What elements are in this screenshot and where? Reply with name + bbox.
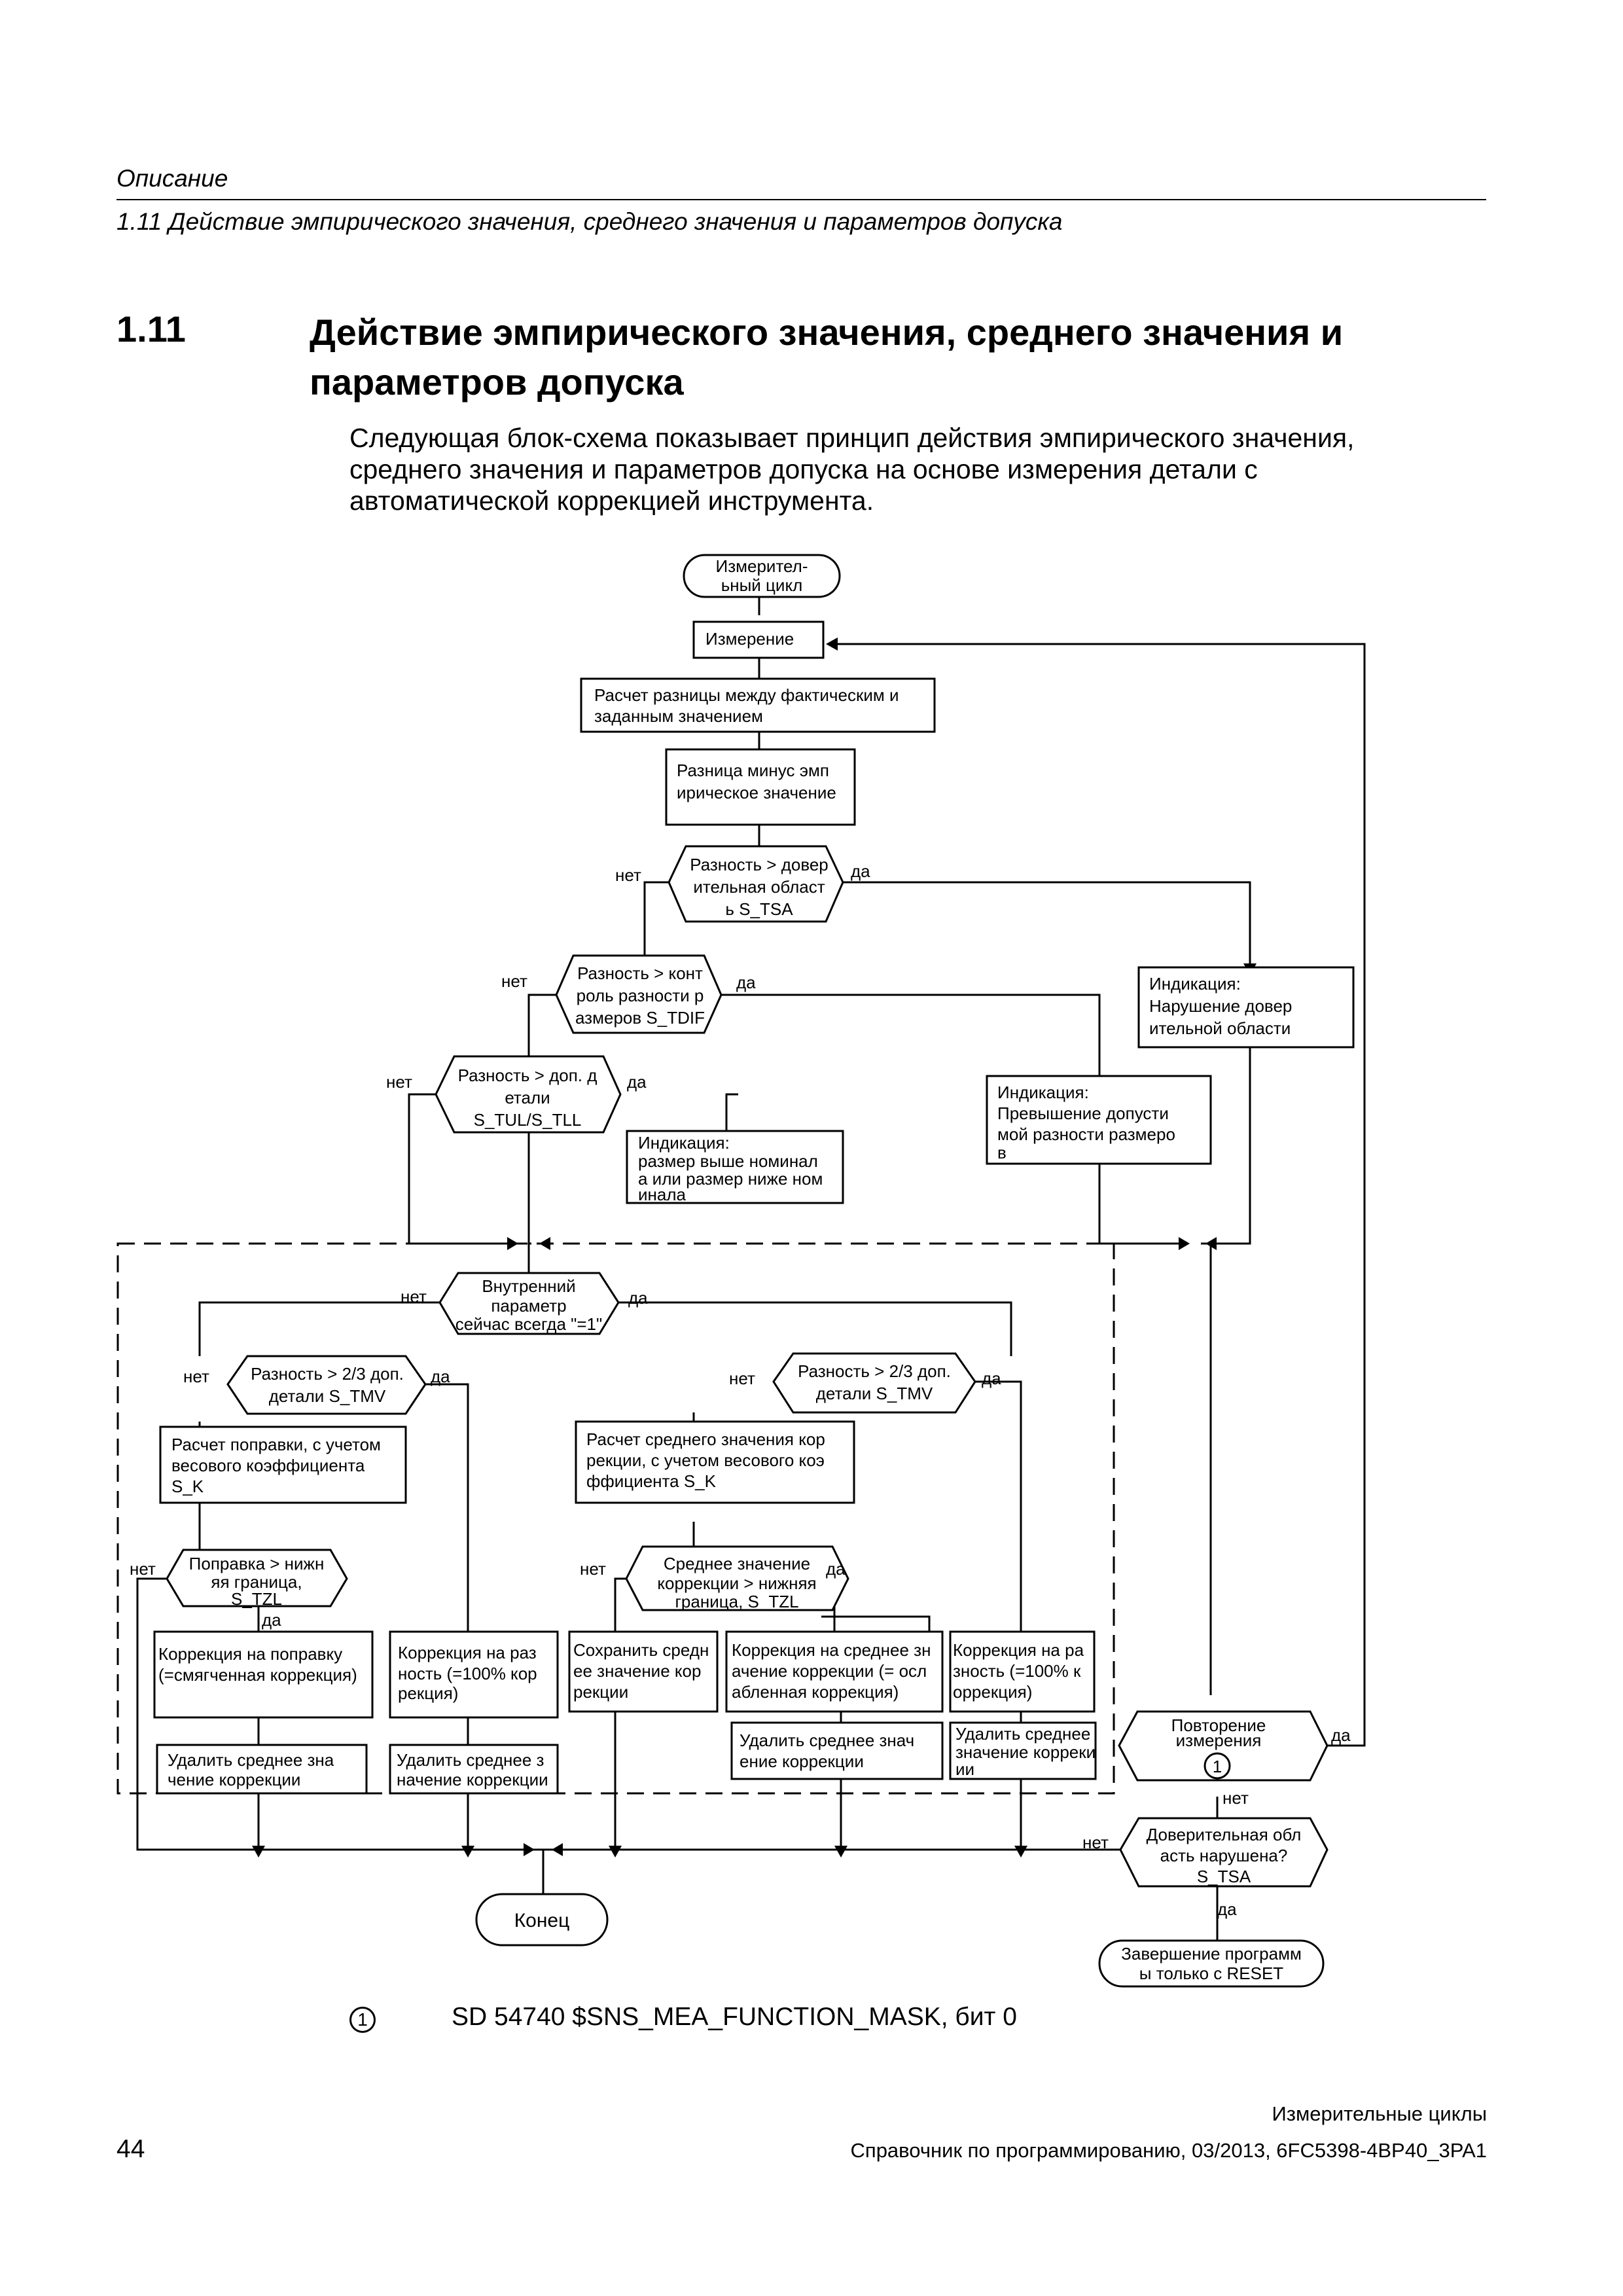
label-no: нет xyxy=(183,1367,209,1386)
label-yes: да xyxy=(628,1288,648,1308)
corr-soft-text: Коррекция на поправку(=смягченная коррек… xyxy=(158,1644,357,1685)
header-section: Описание xyxy=(116,165,228,192)
label-yes: да xyxy=(826,1559,846,1579)
label-no: нет xyxy=(130,1559,156,1579)
label-no: нет xyxy=(729,1369,755,1388)
decision-internal-param xyxy=(438,1272,620,1335)
footnote-text: SD 54740 $SNS_MEA_FUNCTION_MASK, бит 0 xyxy=(452,2003,1017,2031)
branch-labels: нет да нет да нет да нет да нет да нет д… xyxy=(130,861,1351,1919)
label-yes: да xyxy=(431,1367,450,1386)
repeat-footnote-marker xyxy=(1204,1752,1231,1780)
decision-tmv-right xyxy=(772,1352,976,1414)
corr-mean-box xyxy=(725,1630,944,1713)
footer-reference: Справочник по программированию, 03/2013,… xyxy=(850,2139,1487,2162)
decision-trust xyxy=(1119,1817,1329,1888)
label-no: нет xyxy=(615,865,641,885)
intro-paragraph: Следующая блок-схема показывает принцип … xyxy=(349,423,1355,516)
calc-corr-left-box xyxy=(159,1426,407,1504)
del-mean-4-box xyxy=(949,1721,1097,1780)
label-yes: да xyxy=(627,1072,647,1092)
decision-tmv-left xyxy=(226,1355,427,1415)
label-no: нет xyxy=(1222,1788,1249,1808)
label-no: нет xyxy=(1082,1833,1109,1852)
ind-tdif-box xyxy=(986,1075,1212,1165)
save-mean-box xyxy=(568,1630,719,1713)
calc-corr-right-box xyxy=(575,1420,855,1504)
end-reset-terminal xyxy=(1098,1939,1325,1988)
decision-repeat xyxy=(1118,1710,1329,1782)
ind-tsa-box xyxy=(1137,966,1355,1049)
label-yes: да xyxy=(262,1610,281,1630)
label-yes: да xyxy=(736,973,756,992)
footer-page-number: 44 xyxy=(116,2135,145,2163)
diff-minus-box xyxy=(665,748,856,826)
label-yes: да xyxy=(1331,1725,1351,1745)
header-subsection: 1.11 Действие эмпирического значения, ср… xyxy=(116,208,1063,235)
calc-diff-box xyxy=(580,677,936,733)
footer-book-title: Измерительные циклы xyxy=(1272,2102,1487,2125)
del-mean-1-box xyxy=(156,1744,368,1795)
corr-soft-box xyxy=(153,1630,374,1719)
footnote-marker: 1 xyxy=(349,2007,376,2033)
decision-tdif xyxy=(555,954,722,1034)
measure-box xyxy=(692,620,825,659)
decision-tzl-right xyxy=(625,1545,849,1611)
del-mean-3-box xyxy=(730,1721,944,1780)
section-title: Действие эмпирического значения, среднег… xyxy=(310,312,1344,403)
start-text: Измерител-ьный цикл xyxy=(716,556,808,595)
decision-tul xyxy=(435,1055,622,1134)
decision-tsa xyxy=(668,845,844,923)
label-no: нет xyxy=(386,1072,412,1092)
end-terminal xyxy=(475,1893,609,1946)
measure-text: Измерение xyxy=(705,629,794,649)
decision-tmv-right-text: Разность > 2/3 доп.детали S_TMV xyxy=(798,1361,951,1403)
corr-full-left-box xyxy=(389,1630,559,1719)
arrow-measure xyxy=(826,637,838,651)
section-number: 1.11 xyxy=(116,308,186,350)
header-rule xyxy=(116,199,1486,200)
connectors xyxy=(136,597,1366,1941)
decision-tzl-left xyxy=(166,1549,348,1607)
end-text: Конец xyxy=(514,1910,570,1931)
label-yes: да xyxy=(1217,1899,1237,1919)
decision-tmv-left-text: Разность > 2/3 доп.детали S_TMV xyxy=(251,1364,404,1406)
ind-nominal-box xyxy=(626,1130,844,1204)
label-no: нет xyxy=(501,971,527,991)
label-no: нет xyxy=(580,1559,606,1579)
del-mean-2-box xyxy=(389,1744,559,1795)
start-terminal xyxy=(683,554,841,598)
label-yes: да xyxy=(982,1369,1001,1388)
corr-full-right-box xyxy=(949,1630,1096,1713)
label-no: нет xyxy=(401,1287,427,1306)
label-yes: да xyxy=(851,861,870,881)
repeat-footnote-marker-text: 1 xyxy=(1213,1757,1222,1776)
